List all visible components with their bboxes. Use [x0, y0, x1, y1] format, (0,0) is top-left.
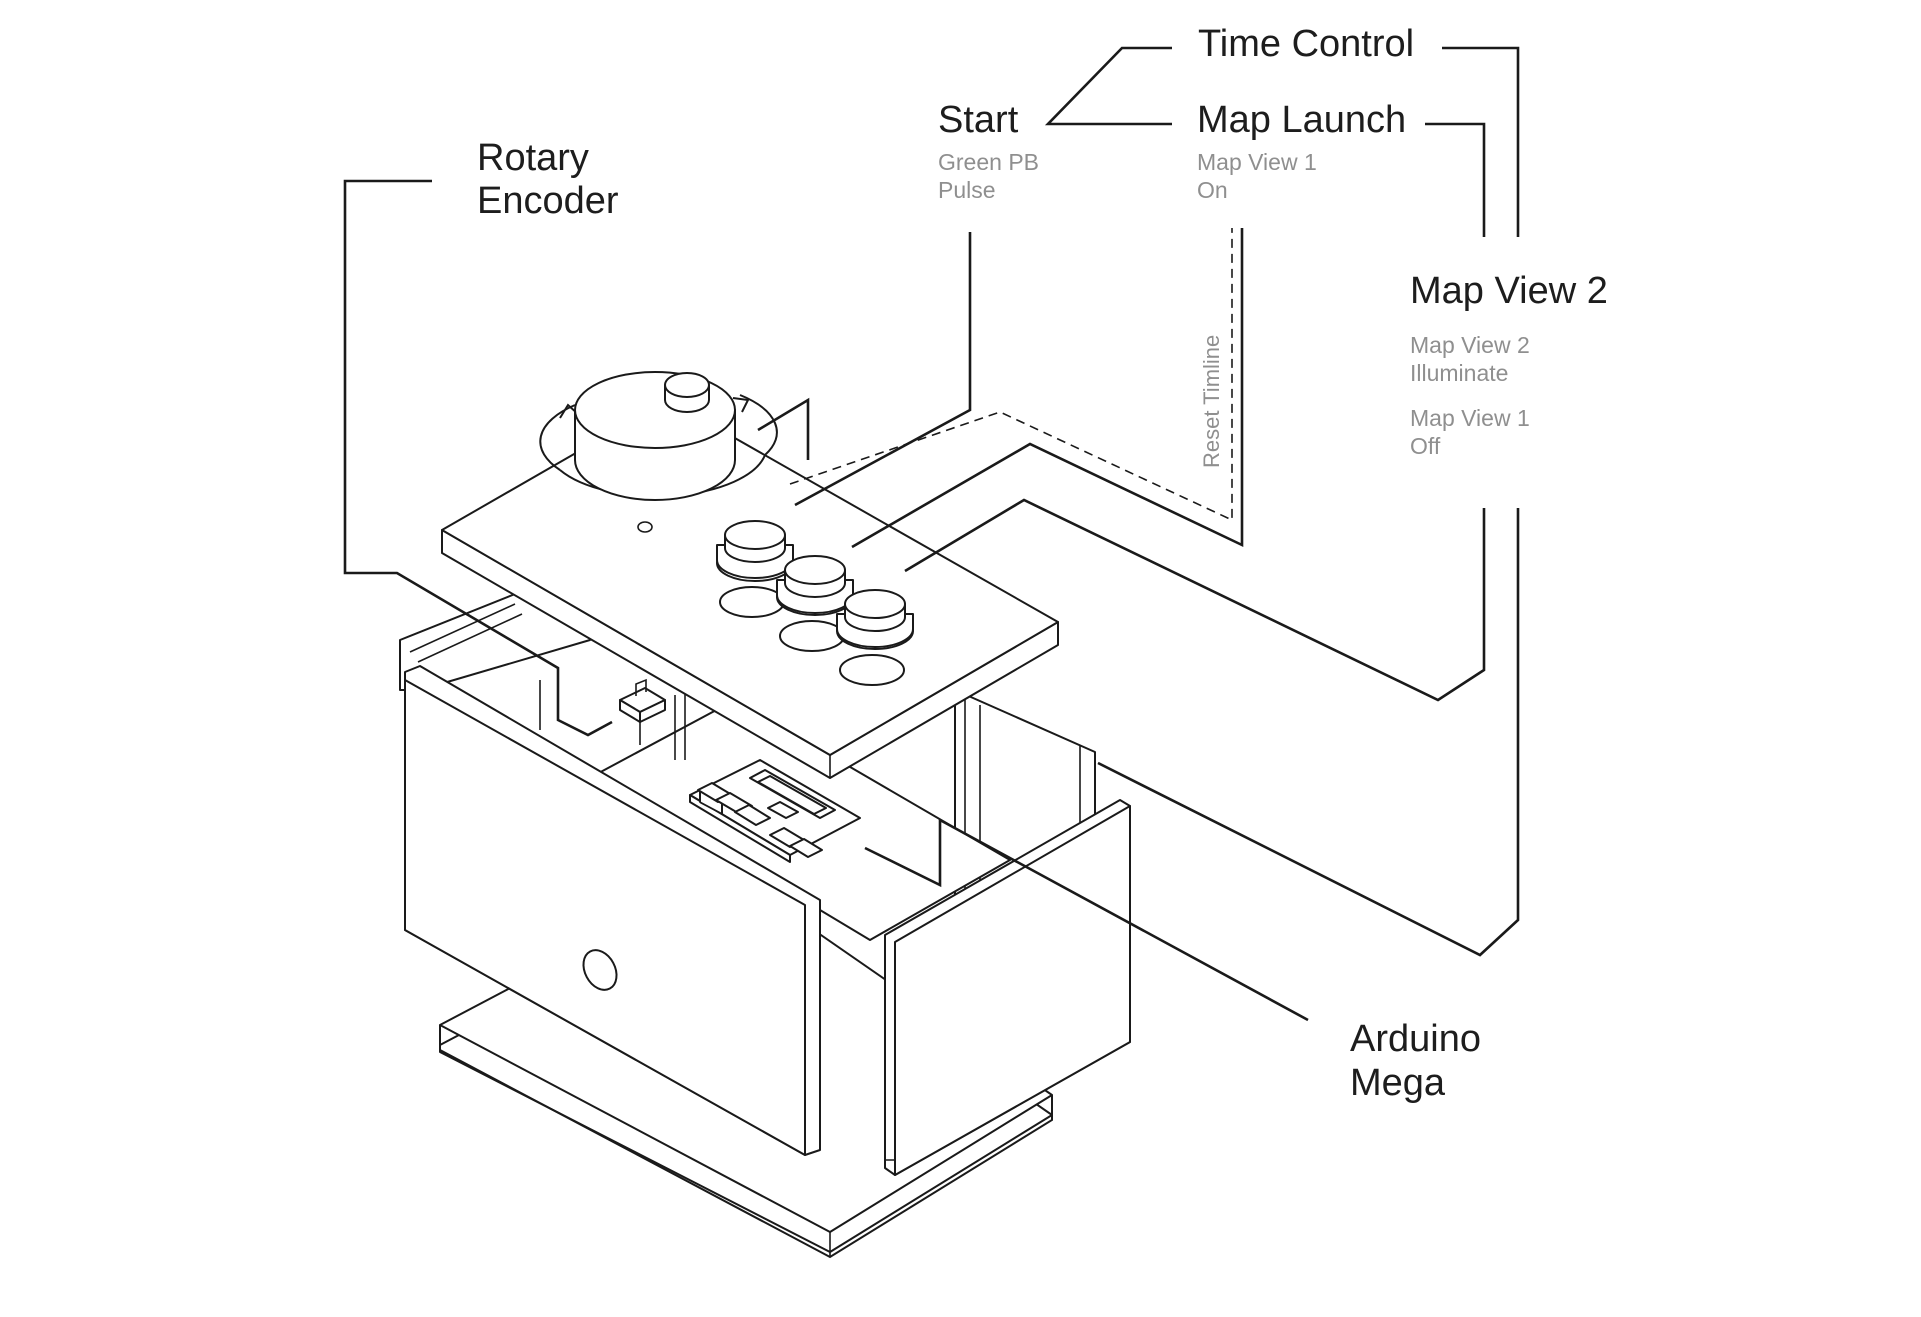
- leader-lines: [343, 46, 1520, 1022]
- label-map-view-1-off-line1: Map View 1: [1410, 405, 1530, 431]
- leader-encoder-top: [757, 397, 810, 460]
- push-button-2: [776, 555, 854, 652]
- leader-arduino-mega: [864, 817, 1309, 1022]
- label-start-line2: Pulse: [938, 177, 996, 203]
- reset-timeline-dashed: [789, 228, 1233, 522]
- label-reset-timeline: Reset Timline: [1199, 335, 1224, 468]
- rotary-encoder-knob: [539, 371, 778, 501]
- leader-rotary-encoder: [343, 179, 613, 737]
- label-start-line1: Green PB: [938, 149, 1039, 175]
- label-map-view-2-illuminate-line2: Illuminate: [1410, 360, 1508, 386]
- leader-box-right: [1097, 508, 1520, 957]
- label-map-launch-line2: On: [1197, 177, 1228, 203]
- front-left-wall: [404, 665, 821, 1156]
- push-button-3: [836, 589, 914, 686]
- leader-button-2: [904, 498, 1486, 702]
- label-map-launch-group: Map Launch Map View 1 On: [1197, 99, 1406, 203]
- leader-time-control-start: [1044, 46, 1172, 126]
- label-map-launch: Map Launch: [1197, 99, 1406, 141]
- label-arduino: Arduino: [1350, 1018, 1481, 1060]
- push-button-1: [716, 520, 794, 618]
- leader-button-1: [851, 228, 1244, 549]
- arduino-mega-board: [689, 759, 861, 863]
- label-time-control: Time Control: [1198, 23, 1414, 65]
- label-map-view-2-group: Map View 2 Map View 2 Illuminate Map Vie…: [1410, 270, 1608, 459]
- label-map-view-1-off-line2: Off: [1410, 433, 1441, 459]
- label-encoder: Encoder: [477, 180, 619, 222]
- label-map-view-2-illuminate-line1: Map View 2: [1410, 332, 1530, 358]
- front-right-wall: [884, 799, 1131, 1176]
- leader-map-launch: [1425, 122, 1486, 237]
- encoder-mount: [619, 678, 666, 723]
- label-rotary: Rotary: [477, 137, 589, 179]
- leader-start: [794, 232, 972, 507]
- label-start-group: Start Green PB Pulse: [938, 99, 1039, 203]
- label-start: Start: [938, 99, 1019, 141]
- label-rotary-encoder-group: Rotary Encoder: [477, 137, 619, 222]
- label-arduino-mega-group: Arduino Mega: [1350, 1018, 1481, 1104]
- label-mega: Mega: [1350, 1062, 1446, 1104]
- label-map-view-2: Map View 2: [1410, 270, 1608, 312]
- leader-time-control: [1442, 46, 1520, 237]
- label-map-launch-line1: Map View 1: [1197, 149, 1317, 175]
